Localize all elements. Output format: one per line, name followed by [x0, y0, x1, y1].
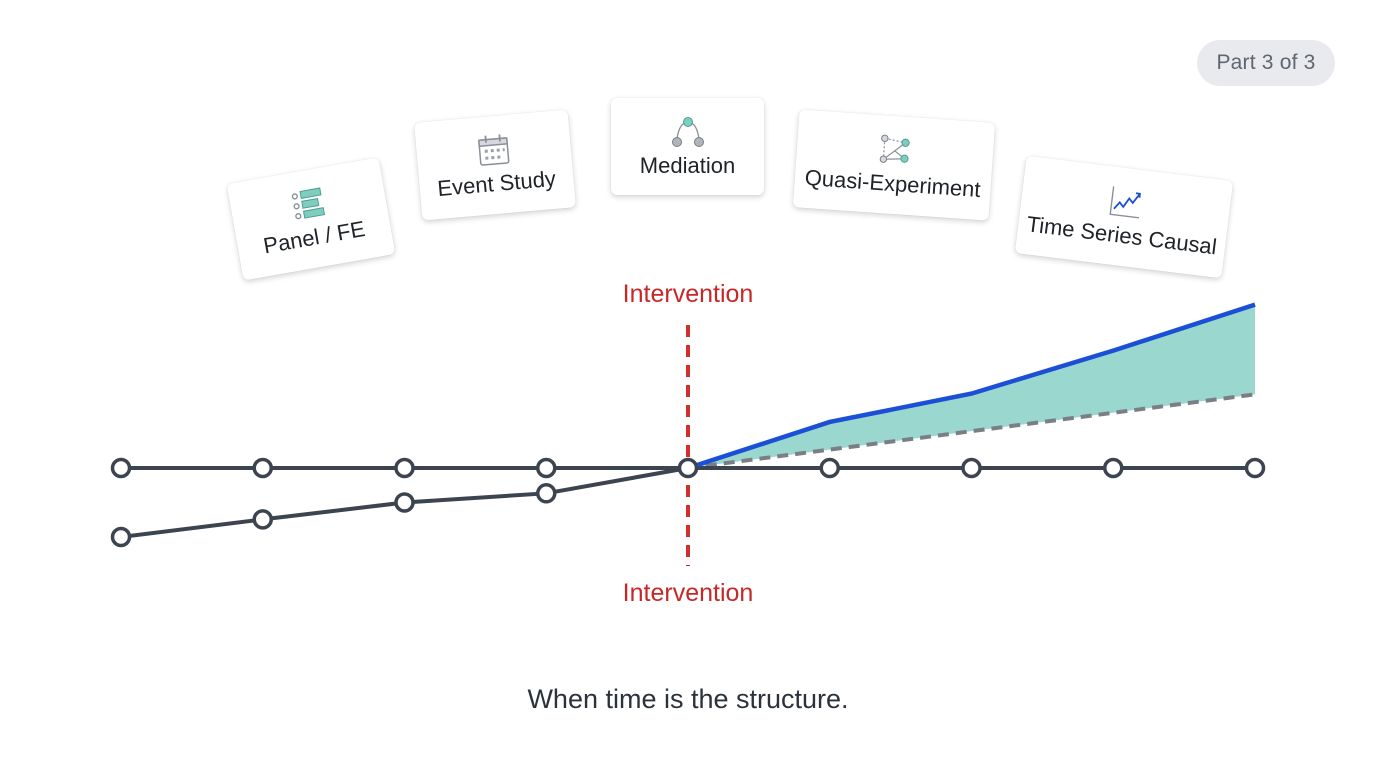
- intervention-label-top: Intervention: [622, 280, 754, 308]
- network-graph-icon: [877, 132, 913, 168]
- effect-area: [688, 304, 1255, 468]
- trend-chart-icon: [1107, 183, 1145, 221]
- observed-line: [687, 302, 1256, 471]
- baseline-point: [1103, 457, 1124, 479]
- card-quasi-experiment[interactable]: Quasi-Experiment: [792, 109, 996, 221]
- baseline-point: [536, 457, 557, 479]
- data-point-markers: [110, 457, 1266, 548]
- baseline-point: [394, 457, 415, 479]
- baseline-point: [961, 457, 982, 479]
- card-label: Mediation: [639, 152, 736, 178]
- panel-list-icon: [289, 185, 328, 224]
- mediation-graph-icon: [671, 115, 705, 149]
- part-badge: Part 3 of 3: [1197, 40, 1335, 86]
- caption: When time is the structure.: [527, 684, 849, 714]
- card-panel-fe[interactable]: Panel / FE: [226, 157, 396, 281]
- intervention-label-bottom: Intervention: [622, 579, 754, 607]
- counterfactual-line: [687, 392, 1256, 470]
- pre-trend-point: [394, 492, 415, 513]
- card-event-study[interactable]: Event Study: [414, 109, 576, 221]
- baseline-point: [819, 457, 840, 479]
- card-time-series-causal[interactable]: Time Series Causal: [1014, 155, 1234, 279]
- pre-trend-point: [536, 483, 557, 504]
- baseline-point: [252, 457, 273, 479]
- card-mediation[interactable]: Mediation: [611, 98, 764, 195]
- baseline-point: [1244, 457, 1266, 479]
- pre-trend-point: [252, 509, 273, 530]
- pre-trend-point: [110, 526, 132, 548]
- baseline-point: [677, 457, 699, 479]
- baseline-point: [110, 457, 132, 479]
- calendar-icon: [475, 132, 512, 169]
